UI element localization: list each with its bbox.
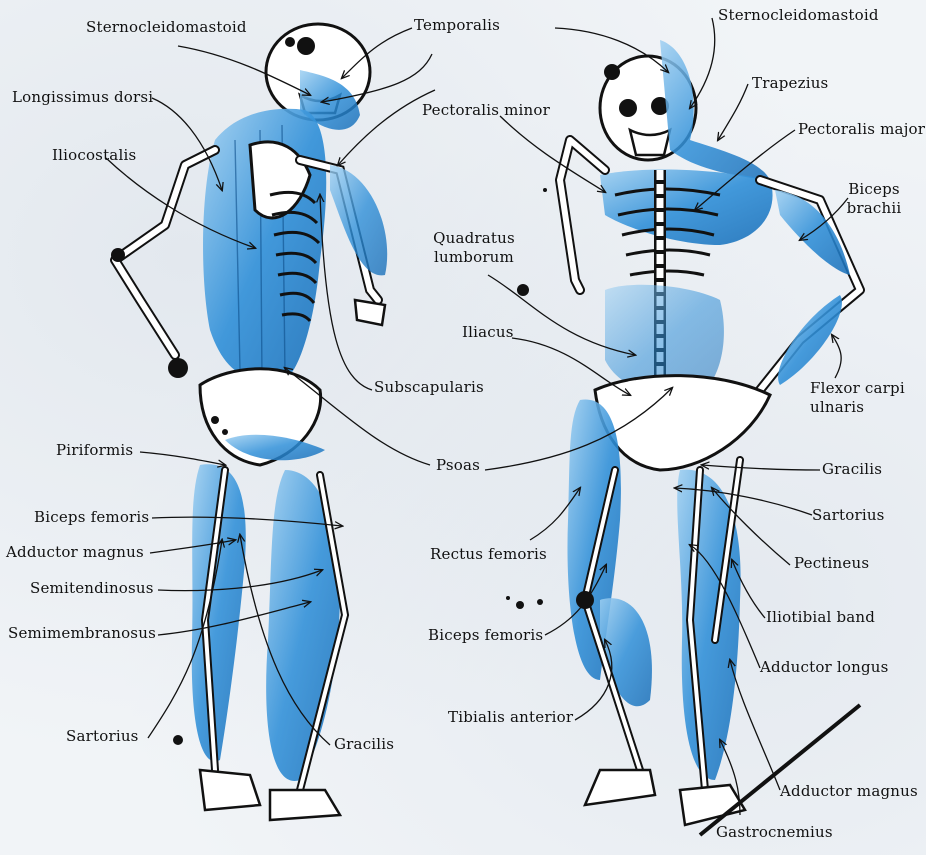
label-quadratus-lumborum-line1: Quadratus — [428, 229, 520, 248]
label-gracilis-left: Gracilis — [334, 735, 394, 753]
label-quadratus-lumborum: Quadratus lumborum — [428, 229, 520, 267]
label-sternocleidomastoid-left: Sternocleidomastoid — [86, 18, 247, 36]
label-biceps-femoris-left: Biceps femoris — [34, 508, 149, 526]
label-semitendinosus: Semitendinosus — [30, 579, 154, 597]
left-skeleton-figure — [111, 24, 387, 820]
label-flexor-carpi-ulnaris: Flexor carpi ulnaris — [810, 379, 905, 417]
label-flexor-carpi-ulnaris-line1: Flexor carpi — [810, 379, 905, 398]
label-flexor-carpi-ulnaris-line2: ulnaris — [810, 398, 905, 417]
label-sternocleidomastoid-right: Sternocleidomastoid — [718, 6, 879, 24]
label-pectoralis-major: Pectoralis major — [798, 120, 925, 138]
label-trapezius: Trapezius — [752, 74, 828, 92]
label-biceps-brachii: Biceps brachii — [838, 180, 910, 218]
label-sartorius-right: Sartorius — [812, 506, 885, 524]
label-tibialis-anterior: Tibialis anterior — [448, 708, 573, 726]
label-iliotibial-band: Iliotibial band — [766, 608, 875, 626]
label-iliacus: Iliacus — [462, 323, 514, 341]
label-adductor-longus: Adductor longus — [760, 658, 889, 676]
label-pectineus: Pectineus — [794, 554, 869, 572]
label-piriformis: Piriformis — [56, 441, 133, 459]
label-semimembranosus: Semimembranosus — [8, 624, 156, 642]
right-forearm — [778, 295, 842, 385]
label-biceps-brachii-line2: brachii — [838, 199, 910, 218]
label-biceps-brachii-line1: Biceps — [838, 180, 910, 199]
label-biceps-femoris-right: Biceps femoris — [428, 626, 543, 644]
label-longissimus-dorsi: Longissimus dorsi — [12, 88, 153, 106]
label-temporalis: Temporalis — [414, 16, 500, 34]
label-psoas: Psoas — [436, 456, 480, 474]
label-pectoralis-minor: Pectoralis minor — [422, 101, 550, 119]
label-quadratus-lumborum-line2: lumborum — [428, 248, 520, 267]
label-sartorius-left: Sartorius — [66, 727, 139, 745]
label-gracilis-right: Gracilis — [822, 460, 882, 478]
label-adductor-magnus-left: Adductor magnus — [6, 543, 144, 561]
label-rectus-femoris: Rectus femoris — [430, 545, 547, 563]
right-neck-trap — [660, 40, 770, 180]
label-iliocostalis: Iliocostalis — [52, 146, 136, 164]
label-adductor-magnus-right: Adductor magnus — [780, 782, 918, 800]
label-gastrocnemius: Gastrocnemius — [716, 823, 833, 841]
label-subscapularis: Subscapularis — [374, 378, 484, 396]
right-leg-muscles-2 — [600, 598, 652, 706]
left-skull-spot — [297, 37, 315, 55]
